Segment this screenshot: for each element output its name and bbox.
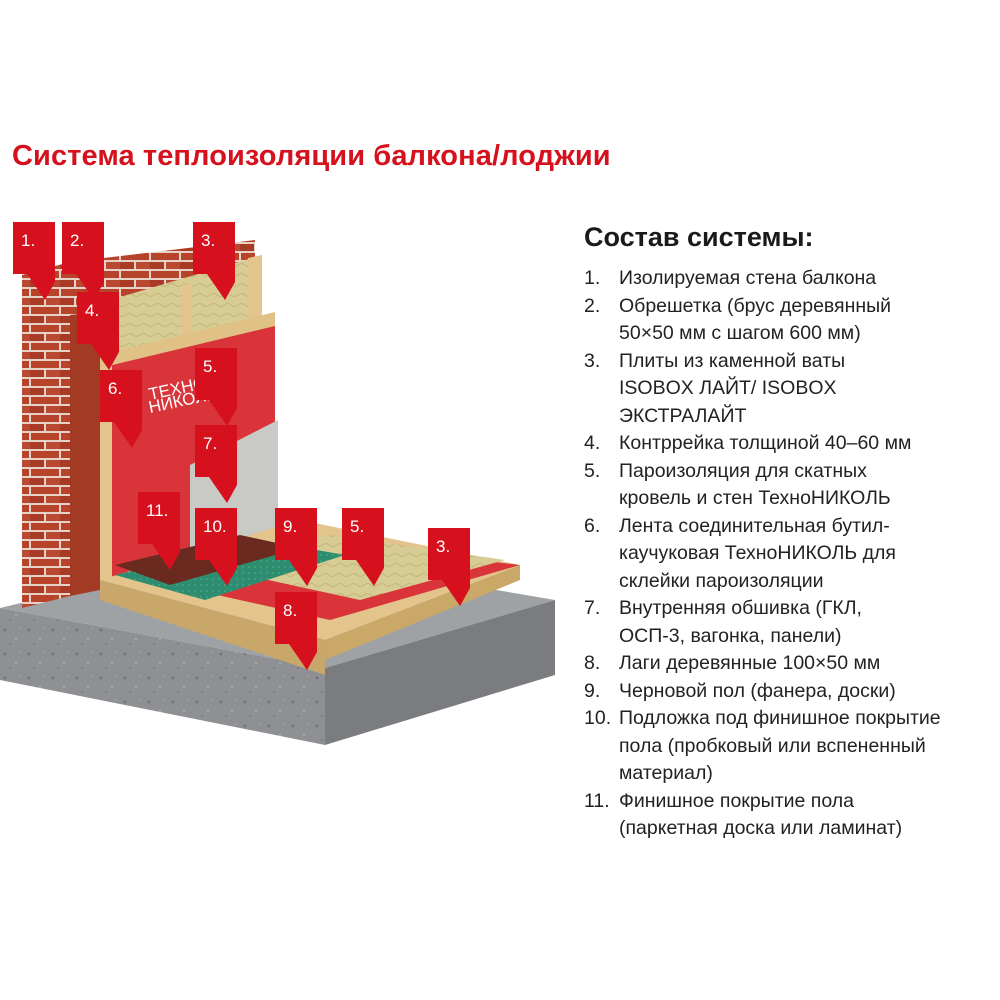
callout-flag: 7.	[195, 425, 237, 503]
callout-flag-label: 5.	[350, 517, 364, 536]
legend-item: 2. Обрешетка (брус деревянный 50×50 мм с …	[584, 293, 996, 348]
legend-item-text: Плиты из каменной ваты ISOBOX ЛАЙТ/ ISOB…	[619, 349, 846, 427]
callout-flag-shape	[77, 292, 119, 370]
callout-flag-label: 5.	[203, 357, 217, 376]
insulation-illustration: ТЕХНО НИКОЛЬ 1.2.3.4.6.5.7.11.10.9.5.3.8…	[0, 200, 560, 800]
callout-flag-shape	[428, 528, 470, 606]
callout-flag-shape	[193, 222, 235, 300]
legend-item: 9. Черновой пол (фанера, доски)	[584, 678, 996, 706]
legend-item-text: Внутренняя обшивка (ГКЛ, ОСП-3, вагонка,…	[619, 597, 862, 647]
legend-list: 1. Изолируемая стена балкона 2. Обрешетка (…	[584, 265, 996, 843]
legend-item: 4. Контррейка толщиной 40–60 мм	[584, 430, 996, 458]
legend-item-text: Лаги деревянные 100×50 мм	[619, 652, 881, 674]
callout-flag-label: 11.	[146, 501, 168, 520]
callout-flag-shape	[195, 425, 237, 503]
legend-item-number: 10.	[584, 707, 612, 729]
callout-flag-shape	[342, 508, 384, 586]
callout-flags: 1. 2. 3. 4. 6. 5. 7. 11. 10. 9. 5. 3. 8.	[13, 222, 470, 670]
callout-flag-label: 6.	[108, 379, 122, 398]
callout-flag-label: 10.	[203, 517, 227, 536]
legend-item: 11. Финишное покрытие пола (паркетная дос…	[584, 788, 996, 843]
callout-flag-shape	[62, 222, 104, 300]
callout-flag-label: 2.	[70, 231, 84, 250]
insulation-diagram: ТЕХНО НИКОЛЬ 1.2.3.4.6.5.7.11.10.9.5.3.8…	[0, 222, 555, 745]
legend-item: 10. Подложка под финишное покрытие пола (…	[584, 705, 996, 788]
callout-flag-shape	[275, 592, 317, 670]
legend-item-number: 1.	[584, 267, 601, 289]
legend-item-text: Черновой пол (фанера, доски)	[619, 679, 896, 702]
callout-flag-shape	[195, 348, 237, 426]
legend-item-number: 7.	[584, 597, 601, 619]
callout-flag-label: 3.	[201, 231, 215, 250]
callout-flag: 10.	[195, 508, 237, 586]
legend-item-number: 4.	[584, 432, 601, 454]
callout-flag: 11.	[138, 492, 180, 570]
callout-flag-label: 7.	[203, 434, 217, 453]
legend: Состав системы: 1. Изолируемая стена балк…	[584, 222, 996, 843]
legend-item-number: 5.	[584, 459, 601, 482]
legend-item: 7. Внутренняя обшивка (ГКЛ, ОСП-3, вагонк…	[584, 595, 996, 650]
callout-flag: 3.	[428, 528, 470, 606]
legend-item-number: 3.	[584, 349, 601, 372]
legend-item-text: Пароизоляция для скатных кровель и стен …	[619, 459, 891, 510]
legend-item: 5. Пароизоляция для скатных кровель и сте…	[584, 458, 996, 513]
legend-item: 1. Изолируемая стена балкона	[584, 265, 996, 293]
callout-flag: 6.	[100, 370, 142, 448]
callout-flag: 1.	[13, 222, 55, 300]
legend-item: 8. Лаги деревянные 100×50 мм	[584, 650, 996, 678]
legend-item-number: 11.	[584, 789, 610, 812]
callout-flag-label: 1.	[21, 231, 35, 250]
legend-item: 3. Плиты из каменной ваты ISOBOX ЛАЙТ/ IS…	[584, 348, 996, 431]
page-title: Система теплоизоляции балкона/лоджии	[12, 140, 611, 172]
legend-item-text: Подложка под финишное покрытие пола (про…	[619, 707, 941, 784]
callout-flag-shape	[138, 492, 180, 570]
callout-flag: 5.	[195, 348, 237, 426]
callout-flag: 5.	[342, 508, 384, 586]
callout-flag-label: 8.	[283, 601, 297, 620]
callout-flag: 9.	[275, 508, 317, 586]
legend-item: 6. Лента соединительная бутил- каучуковая…	[584, 513, 996, 596]
legend-item-text: Обрешетка (брус деревянный 50×50 мм с ша…	[619, 294, 892, 345]
callout-flag-label: 3.	[436, 537, 450, 556]
legend-item-text: Финишное покрытие пола (паркетная доска …	[619, 789, 903, 840]
callout-flag: 2.	[62, 222, 104, 300]
legend-item-number: 6.	[584, 514, 601, 537]
callout-flag: 4.	[77, 292, 119, 370]
callout-flag: 8.	[275, 592, 317, 670]
callout-flag-label: 9.	[283, 517, 297, 536]
legend-item-text: Изолируемая стена балкона	[619, 267, 877, 289]
legend-item-text: Лента соединительная бутил- каучуковая Т…	[619, 514, 896, 592]
callout-flag-shape	[100, 370, 142, 448]
legend-item-text: Контррейка толщиной 40–60 мм	[619, 432, 912, 454]
callout-flag-label: 4.	[85, 301, 99, 320]
callout-flag-shape	[13, 222, 55, 300]
legend-item-number: 8.	[584, 652, 601, 674]
counter-batten	[100, 312, 275, 368]
callout-flag-shape	[195, 508, 237, 586]
legend-item-number: 2.	[584, 294, 601, 317]
callout-flag-shape	[275, 508, 317, 586]
callout-flag: 3.	[193, 222, 235, 300]
legend-heading: Состав системы:	[584, 222, 814, 252]
legend-item-number: 9.	[584, 679, 601, 702]
